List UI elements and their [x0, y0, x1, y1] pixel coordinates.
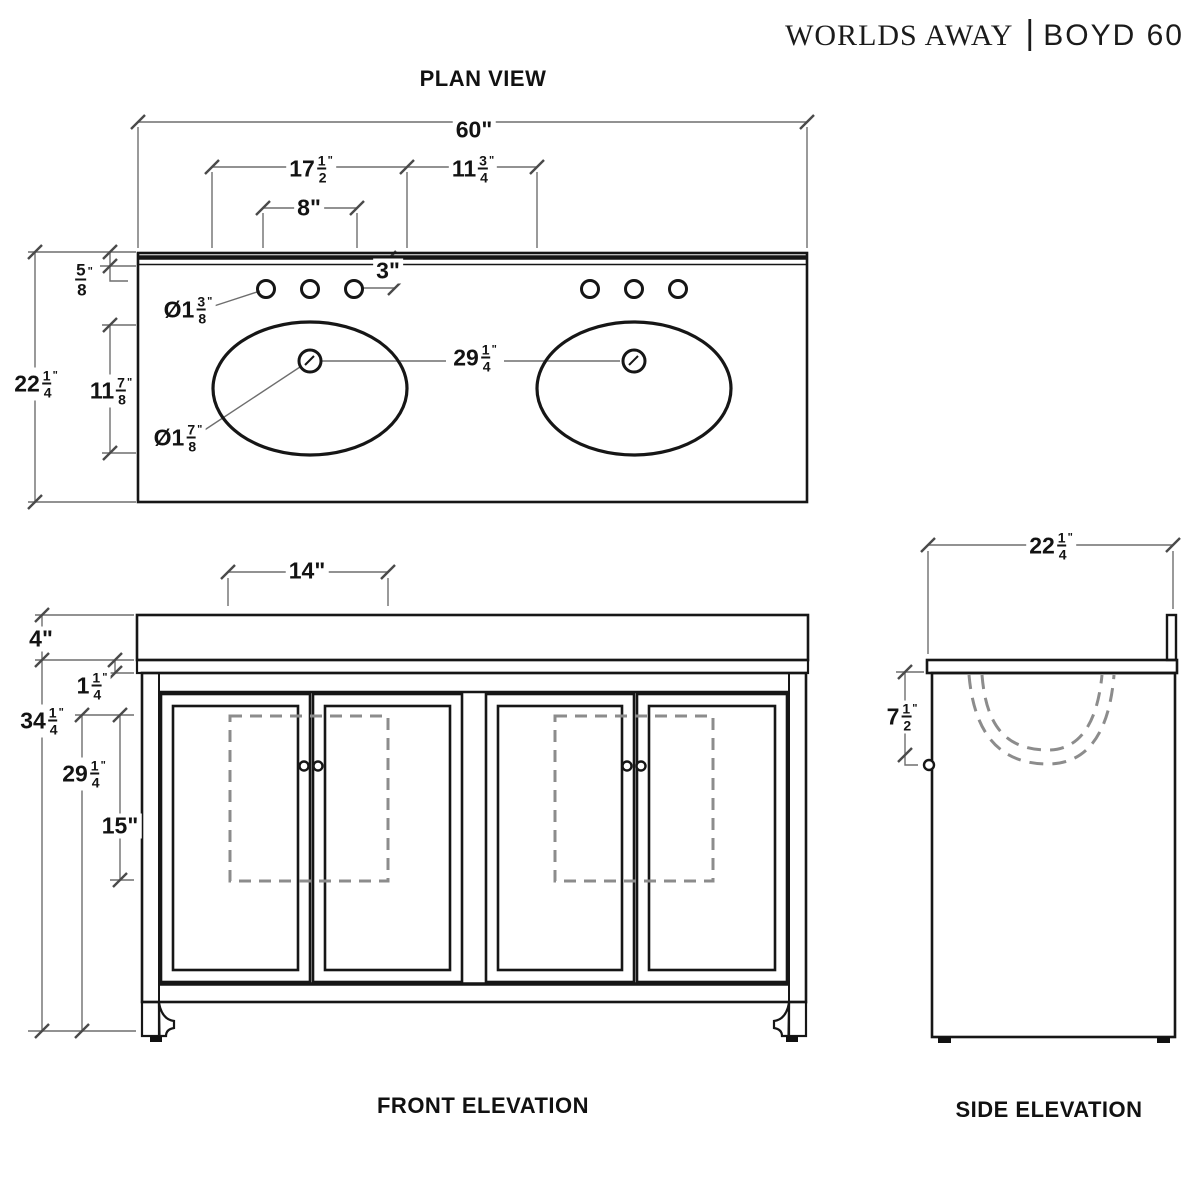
dim-front-overall-height: 34 1"4: [17, 704, 67, 738]
side-countertop: [925, 658, 1179, 675]
brand-header: WORLDS AWAY | BOYD 60: [785, 14, 1184, 55]
sink-bowl-right: [535, 320, 733, 457]
brand-separator: |: [1025, 14, 1035, 52]
drain-hole-left: [297, 348, 323, 374]
plan-view-drawing: [136, 251, 809, 504]
dim-plan-sink-bowl-depth: 11 7"8: [86, 374, 136, 408]
dim-plan-overall-depth: 22 1"4: [11, 367, 61, 401]
door-1: [159, 692, 312, 984]
side-hidden-bowl: [967, 674, 1116, 766]
front-counter-edge: [135, 658, 810, 675]
brand-name: WORLDS AWAY: [785, 18, 1014, 52]
door-2: [311, 692, 464, 984]
front-elevation-drawing: [135, 613, 810, 1042]
dim-plan-drain-hole-diameter: Ø1 7"8: [150, 421, 206, 455]
dim-side-bowl-depth: 7 1"2: [883, 700, 921, 734]
door-3: [484, 692, 636, 984]
side-foot-front: [938, 1037, 951, 1043]
door-knobs: [298, 760, 647, 772]
product-name: BOYD 60: [1043, 18, 1184, 52]
side-door-knob: [922, 758, 936, 772]
foot-pad-left: [150, 1036, 162, 1042]
front-leg-right: [787, 1000, 808, 1038]
sink-bowl-left: [211, 320, 409, 457]
side-elevation-drawing: [922, 613, 1179, 1043]
side-backsplash: [1165, 613, 1178, 662]
front-backsplash: [135, 613, 810, 662]
apron-bracket-right: [772, 1002, 791, 1038]
front-hidden-sink-outlines: [228, 714, 715, 883]
cabinet-doors: [159, 692, 789, 984]
dim-front-cabinet-height: 29 1"4: [59, 757, 109, 791]
dim-plan-backsplash-thickness: 5"8: [73, 260, 95, 300]
front-cabinet-frame: [140, 671, 808, 1004]
front-elevation-title: FRONT ELEVATION: [376, 1093, 590, 1118]
dim-front-backsplash-height: 4": [26, 626, 56, 652]
dim-front-sink-cutout-height: 15": [98, 813, 142, 839]
side-cabinet-box: [930, 671, 1177, 1039]
dim-plan-bowl-gap: 11 3"4: [448, 152, 498, 186]
dim-plan-faucet-hole-diameter: Ø1 3"8: [160, 293, 216, 327]
dimension-ticks: [27, 114, 1181, 1039]
faucet-holes-left: [256, 279, 364, 299]
door-4: [635, 692, 789, 984]
dim-front-sink-cutout-width: 14": [285, 558, 329, 584]
dim-plan-faucet-hole-offset: 3": [373, 258, 403, 284]
countertop-outline: [136, 251, 809, 504]
side-foot-back: [1157, 1037, 1170, 1043]
dim-plan-overall-width: 60": [452, 117, 496, 143]
dim-plan-sink-center-spacing: 29 1"4: [450, 341, 500, 375]
apron-bracket-left: [157, 1002, 176, 1038]
side-elevation-title: SIDE ELEVATION: [955, 1097, 1143, 1122]
dim-front-countertop-thickness: 1 1"4: [73, 669, 111, 703]
foot-pad-right: [786, 1036, 798, 1042]
dim-plan-sink-bowl-width: 17 1"2: [286, 152, 336, 186]
plan-view-title: PLAN VIEW: [419, 66, 547, 91]
dim-plan-faucet-spread: 8": [294, 195, 324, 221]
front-leg-left: [140, 1000, 161, 1038]
dim-side-overall-depth: 22 1"4: [1026, 529, 1076, 563]
faucet-holes-right: [580, 279, 688, 299]
drain-hole-right: [621, 348, 647, 374]
